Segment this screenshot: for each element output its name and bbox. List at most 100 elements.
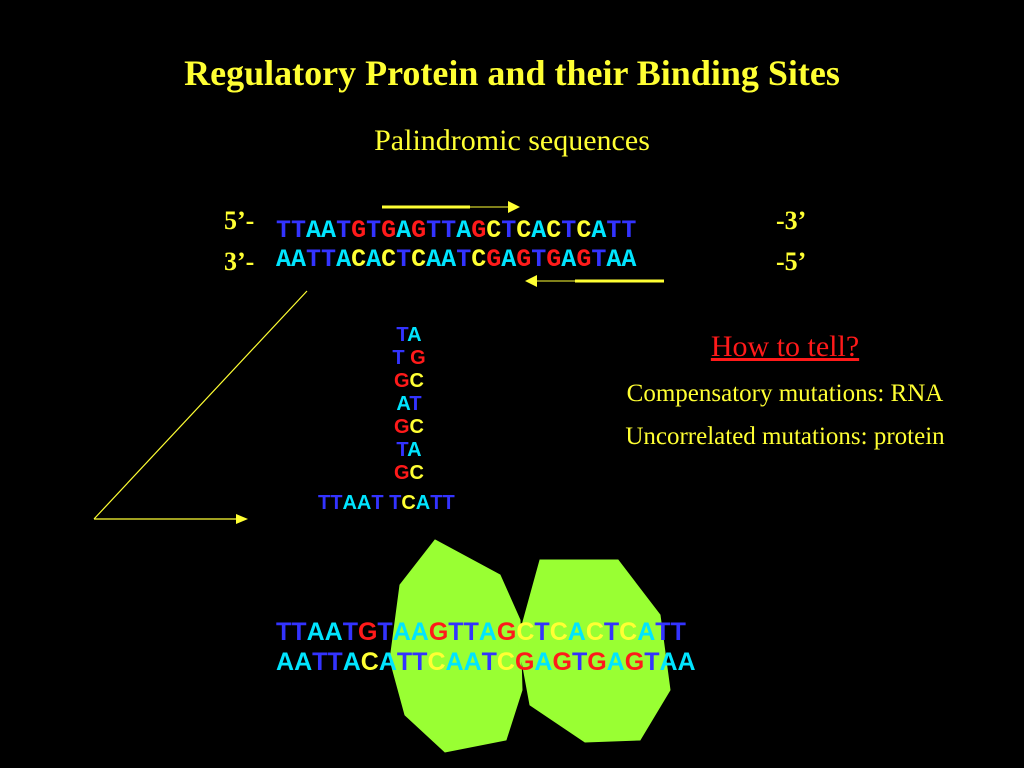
nucleotide: G [471,216,487,245]
top-arrow-head [508,201,520,213]
nucleotide: T [621,216,637,245]
protein-blob-left [389,539,523,753]
nucleotide: G [552,648,572,676]
protein-blob-right [517,559,671,743]
nucleotide: A [342,492,357,514]
bound-top-strand: TTAATGTAAGTTAGCTCACTCATT [276,618,686,647]
nucleotide: A [677,648,696,676]
pointer-arrow-head [236,514,248,524]
nucleotide: C [427,648,446,676]
nucleotide: C [546,216,562,245]
nucleotide: G [428,618,449,646]
nucleotide: C [496,648,515,676]
nucleotide: A [606,648,625,676]
pointer-diagonal [93,290,308,520]
nucleotide: A [276,245,292,274]
nucleotide: C [409,462,424,484]
nucleotide: C [576,216,592,245]
nucleotide: T [442,492,455,514]
nucleotide: G [546,245,562,274]
nucleotide: T [312,648,328,676]
nucleotide: A [456,216,472,245]
nucleotide: C [360,648,379,676]
nucleotide: A [637,618,656,646]
hairpin-base: TTAAT TCATT [318,492,455,515]
nucleotide: A [321,216,337,245]
nucleotide: G [393,462,410,484]
label-3prime-left: 3’- [224,247,255,276]
nucleotide: C [351,245,367,274]
nucleotide: A [366,245,382,274]
nucleotide: G [486,245,502,274]
nucleotide: T [342,618,358,646]
nucleotide: T [276,216,292,245]
label-5prime-right: -5’ [776,247,807,276]
nucleotide: A [478,618,497,646]
nucleotide: G [587,648,607,676]
nucleotide: A [396,216,412,245]
nucleotide: T [330,492,343,514]
nucleotide: G [393,416,410,438]
nucleotide: T [644,648,660,676]
nucleotide: T [426,216,442,245]
nucleotide: T [291,216,307,245]
nucleotide: T [276,618,292,646]
nucleotide: C [409,416,424,438]
hairpin-row: GC [389,462,429,485]
nucleotide: G [351,216,367,245]
nucleotide: G [516,245,532,274]
nucleotide: C [619,618,638,646]
nucleotide: G [410,347,426,369]
nucleotide: T [531,245,547,274]
nucleotide: T [430,492,443,514]
nucleotide: A [356,492,372,514]
nucleotide: G [624,648,645,676]
nucleotide: A [561,245,577,274]
hairpin-row: T G [389,347,429,370]
nucleotide: T [606,216,622,245]
nucleotide: C [381,245,397,274]
nucleotide: T [389,492,402,514]
nucleotide: T [336,216,352,245]
bound-bottom-strand: AATTACATTCAATCGAGTGAGTAA [276,648,696,677]
nucleotide: T [412,648,428,676]
nucleotide: A [591,216,607,245]
nucleotide: G [411,216,427,245]
hairpin-row: TA [389,324,429,347]
nucleotide: A [534,648,553,676]
nucleotide: G [576,245,592,274]
nucleotide: C [585,618,604,646]
nucleotide: A [396,393,410,415]
nucleotide: C [401,492,416,514]
nucleotide: T [463,618,479,646]
nucleotide: A [441,245,457,274]
nucleotide: T [591,245,607,274]
nucleotide: T [561,216,577,245]
nucleotide: C [471,245,487,274]
nucleotide: T [571,648,588,676]
nucleotide: A [531,216,547,245]
nucleotide: T [448,618,464,646]
nucleotide: T [396,324,408,346]
compensatory-line: Compensatory mutations: RNA [626,380,944,407]
nucleotide: A [294,648,313,676]
nucleotide: C [516,216,532,245]
nucleotide: T [327,648,343,676]
hairpin-row: AT [389,393,429,416]
nucleotide: T [366,216,382,245]
nucleotide: A [336,245,352,274]
hairpin-structure: TA T G GC AT GC TA GC [389,324,429,485]
nucleotide: C [549,618,568,646]
hairpin-row: GC [389,370,429,393]
nucleotide: A [324,618,343,646]
nucleotide: A [415,492,431,514]
nucleotide: T [291,618,307,646]
hairpin-row: GC [389,416,429,439]
nucleotide: G [393,370,410,392]
how-to-tell-heading: How to tell? [710,330,860,363]
nucleotide: A [606,245,622,274]
nucleotide: T [501,216,517,245]
nucleotide: A [659,648,678,676]
nucleotide: A [410,618,429,646]
